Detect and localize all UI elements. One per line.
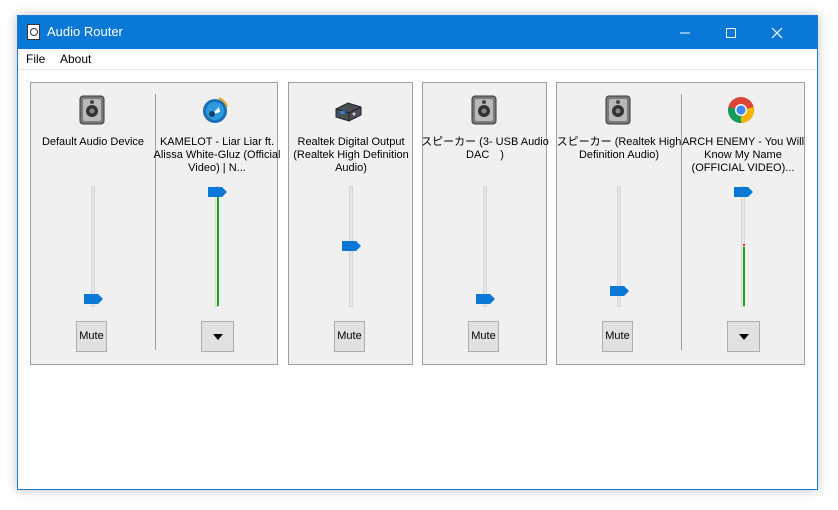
maximize-icon (726, 28, 736, 38)
app-name: KAMELOT - Liar Liar ft. Alissa White-Glu… (153, 136, 281, 174)
app-panel: KAMELOT - Liar Liar ft. Alissa White-Glu… (153, 83, 281, 366)
device-name: スピーカー (Realtek High Definition Audio) (556, 136, 682, 161)
device-panel: スピーカー (3- USB Audio DAC ) Mute (421, 83, 549, 366)
mute-button[interactable]: Mute (468, 321, 499, 352)
volume-thumb[interactable] (208, 187, 227, 197)
app-panel: ARCH ENEMY - You Will Know My Name (OFFI… (682, 83, 806, 366)
mute-button[interactable]: Mute (602, 321, 633, 352)
mute-button[interactable]: Mute (76, 321, 107, 352)
mute-button[interactable]: Mute (334, 321, 365, 352)
app-volume-slider[interactable] (208, 186, 227, 307)
speaker-icon (605, 95, 631, 125)
app-name: ARCH ENEMY - You Will Know My Name (OFFI… (681, 136, 805, 174)
device-panel: Default Audio Device Mute (31, 83, 155, 366)
app-dropdown-button[interactable] (727, 321, 760, 352)
divider (681, 94, 682, 350)
minimize-button[interactable] (662, 16, 708, 49)
chrome-icon (728, 97, 755, 124)
menu-bar: File About (18, 49, 817, 70)
peak-marker (743, 244, 745, 246)
volume-thumb[interactable] (342, 241, 361, 251)
device-name: スピーカー (3- USB Audio DAC ) (421, 136, 549, 161)
device-volume-slider[interactable] (610, 186, 629, 307)
close-button[interactable] (754, 16, 800, 49)
device-group-usb-dac: スピーカー (3- USB Audio DAC ) Mute (421, 82, 549, 366)
device-name: Realtek Digital Output (Realtek High Def… (293, 136, 409, 174)
peak-meter (217, 194, 219, 306)
divider (155, 94, 156, 350)
speaker-icon (471, 95, 497, 125)
app-volume-slider[interactable] (734, 186, 753, 307)
device-group-realtek-digital: Realtek Digital Output (Realtek High Def… (288, 82, 413, 365)
app-dropdown-button[interactable] (201, 321, 234, 352)
device-volume-slider[interactable] (476, 186, 495, 307)
menu-about[interactable]: About (60, 52, 92, 66)
close-icon (771, 27, 783, 39)
audio-router-window: Audio Router File About Default Audio De… (17, 15, 818, 490)
volume-thumb[interactable] (610, 286, 629, 296)
volume-thumb[interactable] (84, 294, 103, 304)
digital-output-icon (335, 102, 362, 122)
device-volume-slider[interactable] (342, 186, 361, 307)
device-panel: スピーカー (Realtek High Definition Audio) Mu… (557, 83, 681, 366)
speaker-icon (79, 95, 105, 125)
device-group-default: Default Audio Device Mute KAMELOT - Liar… (30, 82, 281, 366)
window-title: Audio Router (47, 24, 123, 39)
volume-thumb[interactable] (734, 187, 753, 197)
app-icon (27, 24, 40, 40)
maximize-button[interactable] (708, 16, 754, 49)
device-name: Default Audio Device (41, 136, 145, 148)
menu-file[interactable]: File (26, 52, 46, 66)
media-player-icon (203, 97, 228, 123)
device-group-realtek-hd: スピーカー (Realtek High Definition Audio) Mu… (556, 82, 805, 365)
title-bar[interactable]: Audio Router (18, 16, 817, 49)
peak-meter (743, 247, 745, 306)
minimize-icon (680, 32, 690, 34)
device-volume-slider[interactable] (84, 186, 103, 307)
volume-thumb[interactable] (476, 294, 495, 304)
device-panel: Realtek Digital Output (Realtek High Def… (289, 83, 413, 366)
